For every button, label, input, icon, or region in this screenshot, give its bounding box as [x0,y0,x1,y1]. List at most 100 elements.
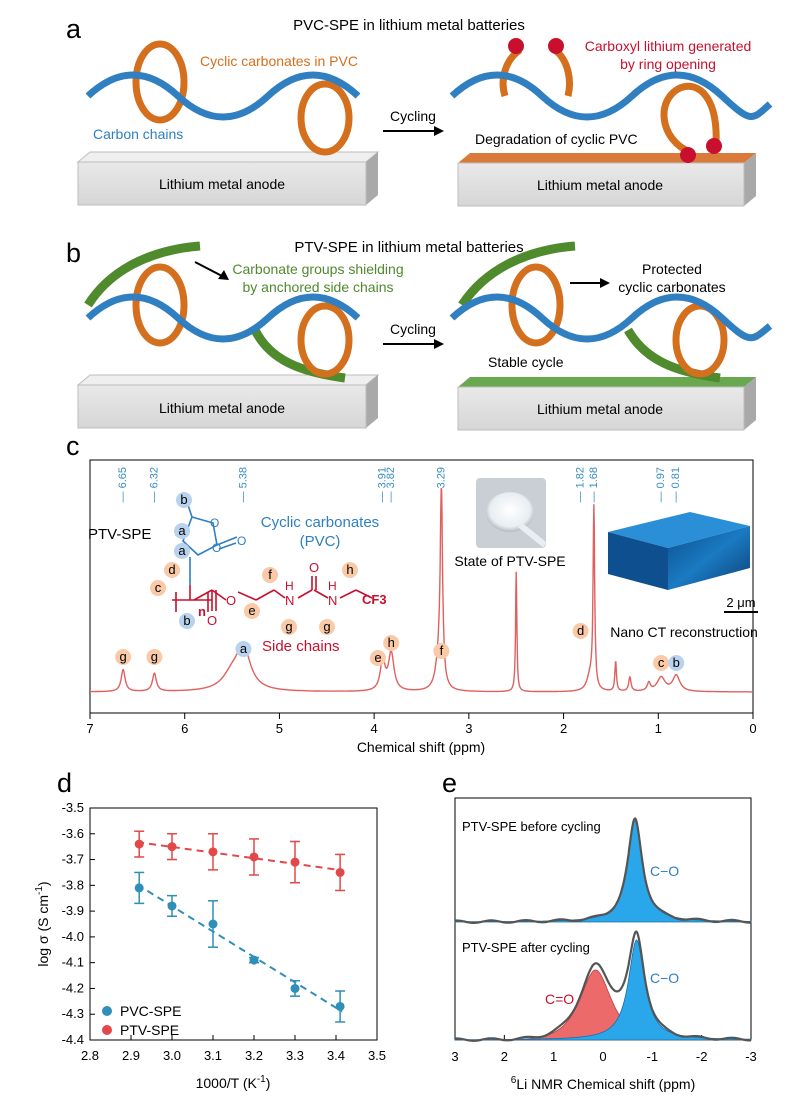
backbone [172,576,373,612]
carboxyl-label-2: by ring opening [620,56,716,72]
chain-n-2: N [328,593,337,608]
peak-badge-label: g [151,649,158,664]
x-tick-label: 2 [501,1049,508,1064]
peak-badge-label: b [673,655,680,670]
nmr-spectrum [90,487,753,693]
plot-e-x-label: 6Li NMR Chemical shift (ppm) [511,1075,696,1092]
x-tick-label: 3.1 [204,1048,222,1063]
carbon-chain [449,293,773,343]
peak-badge [668,655,685,671]
shield-label-1: Carbonate groups shielding [232,261,403,277]
peak-badge [572,623,589,639]
side-chains-label: Side chains [262,638,340,655]
nmr-frame [89,459,754,714]
x-tick-label: 2 [560,721,567,736]
nanoct-image: 2 μm Nano CT reconstruction [608,512,758,640]
data-point [249,955,259,965]
peak-badge-label: c [658,655,665,670]
peak-badge [369,650,386,666]
panel-d-letter: d [57,768,72,798]
peak-badge-label: a [240,641,248,656]
arrow-head-b [434,339,444,349]
data-point [290,983,300,993]
panel-b: b PTV-SPE in lithium metal batteries Lit… [66,238,773,431]
plot-d-y-label-text: log σ (S cm [35,895,51,967]
data-point [208,847,218,857]
legend-pvc: PVC-SPE [120,1003,181,1019]
peak-shift-label: — 5.38 [237,467,249,502]
fit-line [136,883,343,1013]
badge-e: e [248,603,255,618]
y-tick-label: -4.1 [62,955,84,970]
arrow-label-b: Cycling [390,321,436,337]
panel-c-letter: c [66,431,80,461]
opened-ring [660,82,720,156]
anode-right-a: Lithium metal anode [457,153,756,207]
carbon-chain [449,71,773,121]
chain-n-1: N [285,593,294,608]
cyclic-carbonates-label-2: (PVC) [300,533,341,550]
badge-c: c [155,580,162,595]
carbon-chain [85,293,361,343]
ring-o-2: O [212,541,221,555]
protected-label-1: Protected [642,261,702,277]
data-point [134,883,144,893]
peak-shift-label: — 1.68 [588,467,600,502]
nanoct-label: Nano CT reconstruction [610,624,758,640]
panel-e-letter: e [442,768,457,798]
carboxyl-dot [508,38,524,54]
shield-arrow [194,261,223,277]
spectrum-after [454,930,751,1042]
carbon-chain [85,71,361,121]
peak-badge-label: d [577,623,584,638]
chain-o-3: O [309,560,319,575]
opened-ring [552,47,573,97]
anode-left-b-label: Lithium metal anode [159,400,285,416]
badge-b: b [180,492,187,507]
peak-shift-label: — 3.91 [377,467,389,502]
side-chain [458,241,576,308]
y-tick-label: -3.6 [62,826,84,841]
anode-right-a-label: Lithium metal anode [537,177,663,193]
arrow-label-a: Cycling [390,108,436,124]
peak-badge [115,649,132,665]
co-peak-before [454,818,752,923]
y-tick-label: -3.8 [62,877,84,892]
badge-g: g [323,619,330,634]
cyclic-ring [297,80,353,156]
x-tick-label: 6 [181,721,188,736]
carboxyl-dot [548,38,564,54]
panel-b-letter: b [66,238,81,268]
cf3-label: CF3 [362,592,387,607]
side-chain [84,241,201,308]
x-tick-label: -1 [647,1049,659,1064]
top-label: PTV-SPE before cycling [462,819,601,834]
x-tick-label: 0 [599,1049,606,1064]
degradation-label: Degradation of cyclic PVC [475,131,638,147]
ring-o-1: O [210,516,219,530]
x-tick-label: 5 [276,721,283,736]
spectrum-before [455,817,752,924]
plot-d-x-label-text: 1000/T (K [196,1075,258,1091]
cyclic-ring [132,40,188,124]
plot-d-y-label: log σ (S cm-1) [34,881,51,966]
cyclic-ring [297,302,353,378]
peak-badge [653,655,670,671]
peak-shift-label: — 3.29 [435,467,447,502]
peak-badge [433,643,450,659]
repeat-n: n [198,604,206,619]
x-tick-label: 3.4 [327,1048,345,1063]
x-tick-label: 2.9 [122,1048,140,1063]
panel-c: c — 6.65— 6.32— 5.38— 3.91— 3.82— 3.29— … [66,431,758,755]
peak-shift-label: — 3.82 [385,467,397,502]
ptv-photo: State of PTV-SPE [454,478,566,569]
x-tick-label: 1 [550,1049,557,1064]
data-point [167,842,177,852]
plot-e-x-label-sup: 6 [511,1075,517,1086]
peak-badge-label: h [388,635,395,650]
data-point [335,1001,345,1011]
arrow-head-a [434,126,444,136]
